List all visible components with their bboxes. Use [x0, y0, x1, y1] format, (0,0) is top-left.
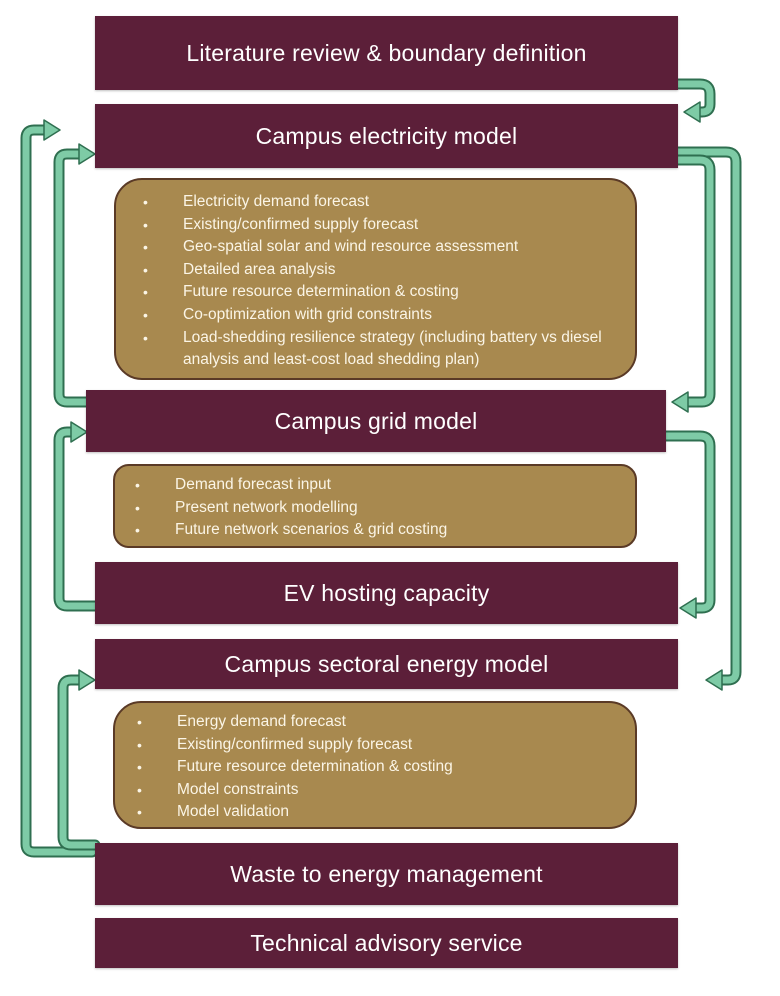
list-item: •Future resource determination & costing	[143, 283, 459, 301]
grid-model-box: Campus grid model	[86, 390, 666, 452]
list-item: •Future resource determination & costing	[137, 758, 453, 776]
arrow-grid-to-electricity	[53, 143, 96, 408]
list-item: •Model validation	[137, 803, 290, 821]
arrow-ev-to-grid	[53, 421, 101, 612]
list-item: •Geo-spatial solar and wind resource ass…	[143, 238, 519, 256]
grid-model-list: •Demand forecast input •Present network …	[135, 474, 619, 542]
ev-hosting-box: EV hosting capacity	[95, 562, 678, 624]
list-item: •Detailed area analysis	[143, 260, 336, 278]
literature-review-box: Literature review & boundary definition	[95, 16, 678, 90]
grid-model-panel: •Demand forecast input •Present network …	[113, 464, 637, 548]
arrow-waste-to-sectoral	[57, 669, 101, 851]
list-item: •Existing/confirmed supply forecast	[143, 215, 419, 233]
list-item: •Energy demand forecast	[137, 713, 346, 730]
electricity-model-panel: •Electricity demand forecast •Existing/c…	[114, 178, 637, 380]
sectoral-energy-list: •Energy demand forecast •Existing/confir…	[137, 711, 619, 824]
electricity-model-box: Campus electricity model	[95, 104, 678, 168]
list-item: •Load-shedding resilience strategy (incl…	[143, 328, 602, 369]
arrow-electricity-to-grid	[671, 154, 716, 413]
list-item: •Existing/confirmed supply forecast	[137, 735, 413, 753]
list-item: •Co-optimization with grid constraints	[143, 305, 432, 323]
arrow-grid-to-ev	[660, 430, 716, 619]
list-item: •Demand forecast input	[135, 476, 331, 493]
list-item: •Electricity demand forecast	[143, 193, 370, 210]
arrow-electricity-to-sectoral	[672, 146, 742, 691]
technical-advisory-box: Technical advisory service	[95, 918, 678, 968]
list-item: •Future network scenarios & grid costing	[135, 521, 448, 539]
list-item: •Present network modelling	[135, 498, 358, 516]
electricity-model-list: •Electricity demand forecast •Existing/c…	[143, 191, 619, 372]
arrow-waste-to-electricity	[20, 119, 98, 858]
sectoral-energy-panel: •Energy demand forecast •Existing/confir…	[113, 701, 637, 829]
sectoral-energy-box: Campus sectoral energy model	[95, 639, 678, 689]
waste-to-energy-box: Waste to energy management	[95, 843, 678, 905]
arrow-literature-to-electricity	[672, 78, 716, 123]
list-item: •Model constraints	[137, 780, 299, 798]
